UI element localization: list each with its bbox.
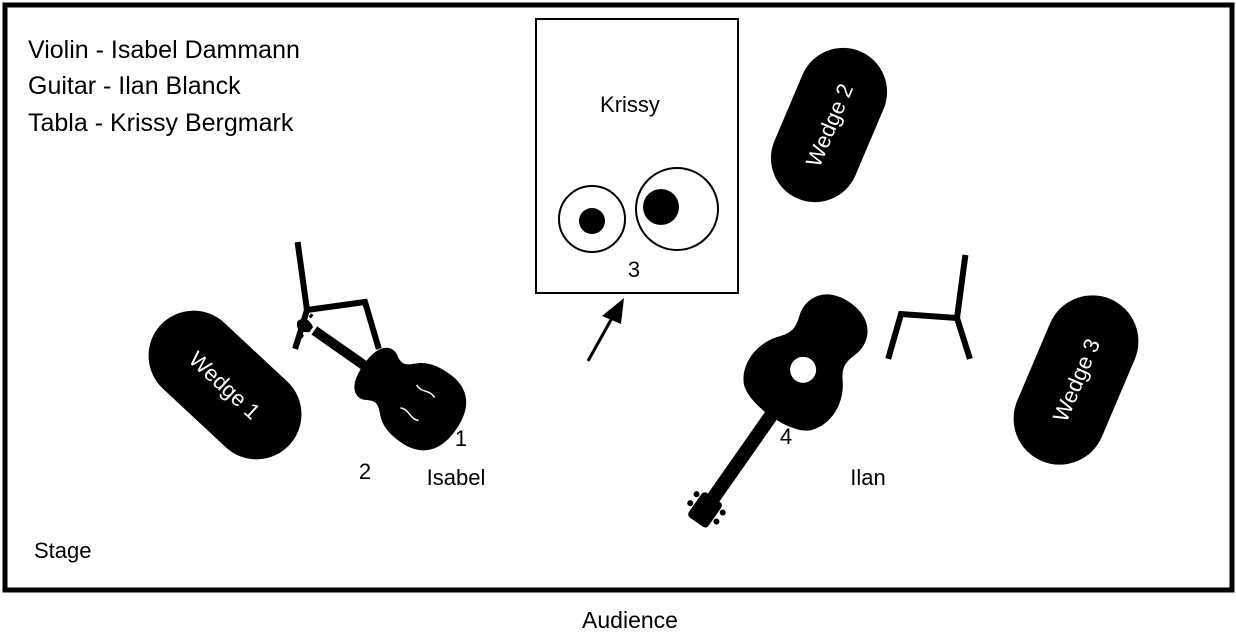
riser-label: Krissy bbox=[600, 92, 660, 117]
tabla-input-number: 3 bbox=[628, 257, 640, 282]
tabla-large-drum-center bbox=[643, 189, 679, 225]
violin-icon bbox=[296, 313, 467, 451]
guitar-input-number: 4 bbox=[780, 424, 792, 449]
isabel-name: Isabel bbox=[427, 465, 486, 490]
violin-input-number: 1 bbox=[455, 426, 467, 451]
roster-line-guitar: Guitar - Ilan Blanck bbox=[28, 72, 241, 100]
stage-border bbox=[2, 2, 1235, 593]
wedge-2: Wedge 2 bbox=[770, 47, 888, 203]
wedge-1: Wedge 1 bbox=[148, 310, 302, 460]
wedge-3: Wedge 3 bbox=[1013, 295, 1139, 465]
chair-icon-right bbox=[885, 254, 973, 360]
audience-label: Audience bbox=[582, 607, 678, 633]
tabla-small-drum-center bbox=[579, 208, 605, 234]
chair-icon-left bbox=[292, 241, 382, 350]
roster-line-tabla: Tabla - Krissy Bergmark bbox=[28, 109, 294, 137]
guitar-icon bbox=[687, 294, 868, 528]
roster-line-violin: Violin - Isabel Dammann bbox=[28, 36, 300, 64]
arrow-icon bbox=[586, 298, 624, 362]
riser-rect bbox=[535, 18, 739, 294]
stage-label: Stage bbox=[34, 538, 92, 563]
wedge1-input-number: 2 bbox=[359, 459, 371, 484]
ilan-name: Ilan bbox=[850, 465, 885, 490]
tabla-riser: Krissy 3 bbox=[535, 18, 739, 294]
